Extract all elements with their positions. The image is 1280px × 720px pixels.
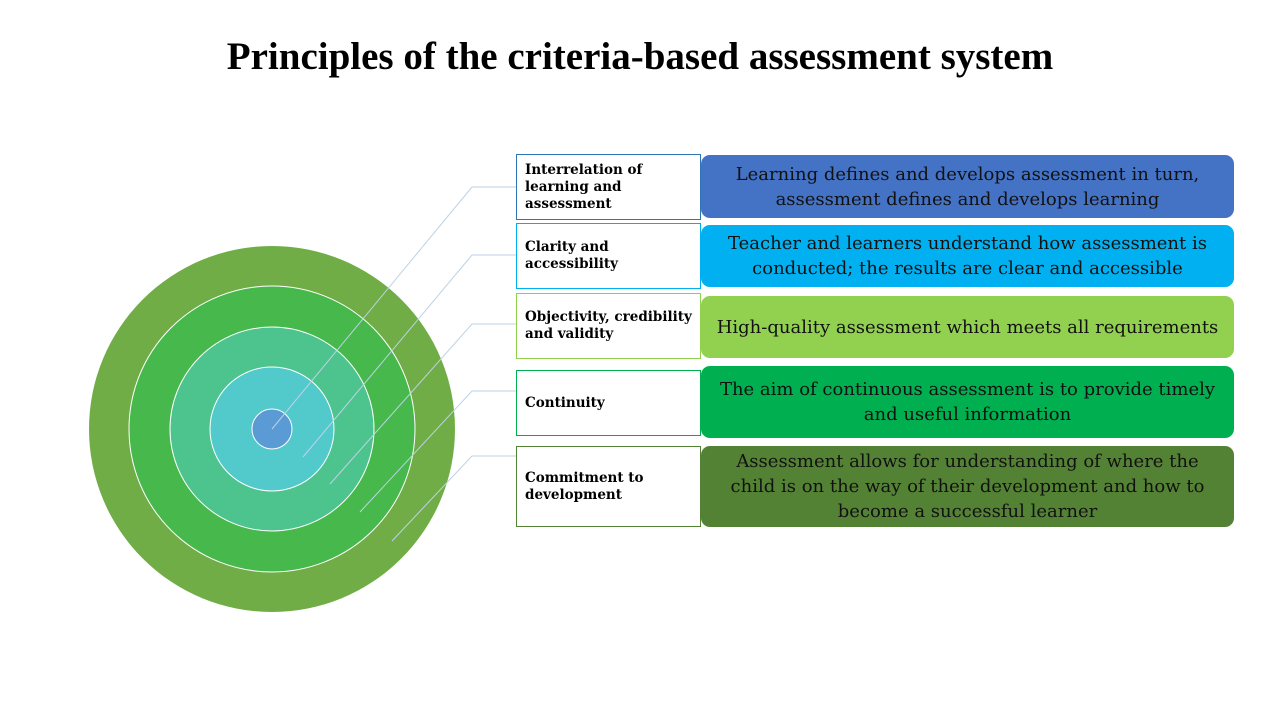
label-text: Continuity: [525, 394, 605, 411]
label-text: Commitment to development: [525, 469, 644, 503]
connector-line-1: [271, 186, 516, 430]
connector-line-2: [302, 254, 516, 458]
connector-line-3: [329, 323, 516, 485]
principle-description-4: The aim of continuous assessment is to p…: [701, 366, 1234, 438]
label-text: Objectivity, credibility and validity: [525, 309, 692, 342]
principle-label-1: Interrelation of learning and assessment: [516, 154, 701, 220]
label-text: Interrelation of learning and assessment: [525, 161, 643, 212]
principle-label-5: Commitment to development: [516, 446, 701, 527]
principle-label-3: Objectivity, credibility and validity: [516, 293, 701, 359]
description-text: Learning defines and develops assessment…: [735, 163, 1200, 210]
connector-line-4: [359, 390, 516, 513]
principle-label-2: Clarity and accessibility: [516, 223, 701, 289]
description-text: Teacher and learners understand how asse…: [728, 233, 1207, 279]
principle-description-1: Learning defines and develops assessment…: [701, 155, 1234, 218]
connector-line-5: [391, 455, 516, 542]
principle-description-5: Assessment allows for understanding of w…: [701, 446, 1234, 527]
description-text: The aim of continuous assessment is to p…: [719, 379, 1216, 425]
description-text: High-quality assessment which meets all …: [716, 316, 1219, 338]
label-text: Clarity and accessibility: [525, 239, 619, 272]
description-text: Assessment allows for understanding of w…: [730, 451, 1205, 522]
principle-description-3: High-quality assessment which meets all …: [701, 296, 1234, 358]
slide-title: Principles of the criteria-based assessm…: [226, 35, 1054, 78]
principle-label-4: Continuity: [516, 370, 701, 436]
principle-description-2: Teacher and learners understand how asse…: [701, 225, 1234, 287]
